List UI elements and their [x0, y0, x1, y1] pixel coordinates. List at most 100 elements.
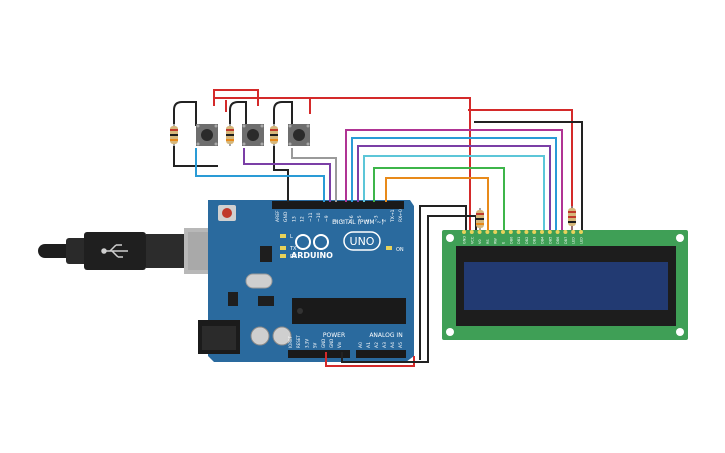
digital-pin-label: ~6: [349, 215, 355, 222]
lcd-pin-label: RW: [494, 238, 498, 244]
wire-blue-db6: [351, 137, 557, 230]
lcd-pin-label: E: [502, 242, 506, 244]
wire-red-top: [213, 89, 471, 230]
lcd-pin-label: V0: [478, 239, 482, 244]
digital-pin-label: 4: [365, 219, 371, 222]
analog-pin-label: A3: [382, 342, 388, 348]
power-pin-label: RESET: [296, 335, 301, 348]
lcd-pin-label: DB2: [525, 237, 529, 244]
lcd-pin-label: DB3: [533, 237, 537, 244]
analog-label: ANALOG IN: [369, 332, 402, 339]
led-tx-label: TX: [289, 246, 297, 252]
microcontroller-chip: [292, 298, 406, 324]
power-label: POWER: [323, 332, 345, 339]
lcd-pin-label: VCC: [470, 236, 474, 244]
power-pin-label: 5V: [313, 342, 318, 348]
led-rx-label: RX: [290, 254, 297, 260]
lcd-pin[interactable]: [571, 230, 576, 234]
digital-pin-label: AREF: [275, 210, 281, 222]
digital-pin-label: 8: [332, 219, 338, 222]
lcd-pin[interactable]: [532, 230, 537, 234]
digital-header: [272, 201, 404, 209]
lcd-pin[interactable]: [540, 230, 544, 234]
lcd-pin-label: DB5: [548, 237, 552, 244]
usb-icon: [101, 244, 128, 258]
lcd-pin[interactable]: [485, 230, 490, 234]
digital-pin-label: ~9: [324, 215, 330, 222]
lcd-pin[interactable]: [493, 230, 498, 234]
wire-gray-btn: [291, 148, 337, 202]
wire-black-btn1: [173, 101, 197, 126]
analog-pin-label: A2: [374, 342, 380, 348]
wire-black-gnd-lcd: [419, 205, 467, 360]
wire-red-vcc: [468, 109, 573, 230]
digital-pin-label: 7: [341, 219, 347, 222]
wire-black-led: [474, 121, 583, 230]
lcd-pin[interactable]: [555, 230, 560, 234]
digital-pin-label: ~11: [308, 212, 314, 222]
power-pin-label: 3.3V: [304, 339, 309, 348]
wire-orange-rs: [385, 177, 489, 230]
digital-pin-label: 13: [291, 216, 297, 222]
led-on-label: ON: [396, 247, 404, 253]
wire-black-gnd: [273, 146, 289, 202]
resistor-lcd-v0: [476, 208, 484, 230]
wire-black-btn2: [229, 101, 247, 126]
digital-pin-label: ~5: [357, 215, 363, 222]
push-buttons: [196, 124, 310, 146]
resistors: [170, 124, 576, 230]
lcd-pin[interactable]: [579, 230, 583, 234]
lcd-pin-label: DB6: [556, 237, 560, 244]
resistor-1: [170, 124, 178, 146]
wire-black-btn3: [273, 101, 293, 126]
arduino-model-text: UNO: [350, 235, 375, 248]
push-button-1[interactable]: [196, 124, 218, 146]
wire-cyan-db4: [363, 155, 545, 230]
resistor-3: [270, 124, 278, 146]
wire-blue-btn: [195, 148, 325, 202]
push-button-2[interactable]: [242, 124, 264, 146]
wire-green-e: [373, 167, 505, 230]
lcd-pin[interactable]: [516, 230, 521, 234]
resistor-lcd-led: [568, 206, 576, 230]
analog-header: [356, 350, 406, 358]
lcd-pin[interactable]: [501, 230, 505, 234]
lcd-pin-label: DB1: [517, 237, 521, 244]
power-pin-label: Vin: [337, 341, 342, 348]
analog-pin-label: A1: [366, 342, 372, 348]
digital-pin-label: 2: [382, 219, 388, 222]
lcd-pin[interactable]: [477, 230, 482, 234]
digital-pin-label: 12: [300, 216, 306, 222]
lcd-pin[interactable]: [524, 230, 529, 234]
lcd-screen: [464, 262, 668, 310]
digital-pin-label: ~3: [373, 215, 379, 222]
wire-purple-db5: [357, 145, 551, 230]
lcd-pin-label: LED: [580, 237, 584, 244]
power-pin-label: IOREF: [288, 335, 293, 348]
digital-pin-label: RX←0: [398, 209, 404, 222]
arduino-brand-text: ARDUINO: [291, 251, 333, 260]
push-button-3[interactable]: [288, 124, 310, 146]
power-pin-label: GND: [329, 339, 334, 348]
lcd-pin[interactable]: [462, 230, 466, 234]
digital-pin-label: GND: [283, 211, 289, 222]
lcd-pin[interactable]: [563, 230, 568, 234]
digital-pin-label: ~10: [316, 212, 322, 222]
wire-black-gnd1: [173, 146, 218, 167]
power-header: [288, 350, 350, 358]
lcd-pin[interactable]: [508, 230, 513, 234]
analog-pin-label: A4: [390, 342, 396, 348]
lcd-pin-label: GND: [463, 236, 467, 244]
lcd-pin[interactable]: [547, 230, 552, 234]
lcd-pin-label: DB7: [564, 237, 568, 244]
lcd-pin[interactable]: [469, 230, 474, 234]
arduino-board[interactable]: ARDUINO UNO DIGITAL (PWM ~) L TX RX ON P…: [198, 200, 414, 362]
arduino-logo-icon: [295, 234, 329, 250]
digital-label: DIGITAL (PWM ~): [332, 219, 384, 226]
led-l-label: L: [290, 234, 293, 240]
